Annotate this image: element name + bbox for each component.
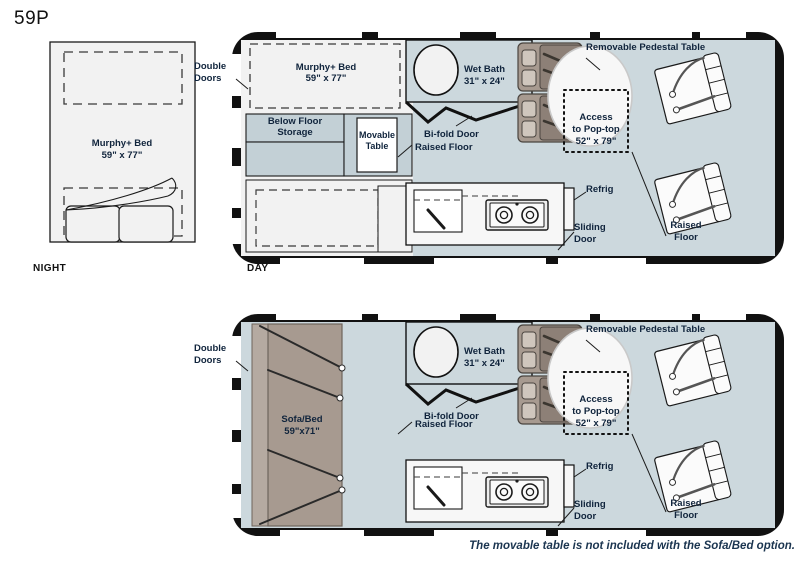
pedestal-table-shape-b — [547, 327, 633, 429]
day-floorplan-diagram: Murphy+ Bed 59" x 77" Below Floor Storag… — [232, 31, 784, 265]
bifold-door-label-b: Bi-fold Door — [424, 411, 479, 422]
wet-bath-label-1: Wet Bath — [464, 64, 505, 75]
pop-top-label-1: Access — [579, 112, 612, 123]
movable-table-label-1: Movable — [359, 130, 395, 140]
pedestal-table-shape — [547, 45, 633, 147]
sofa-bed-label-1: Sofa/Bed — [281, 414, 322, 425]
double-doors-label-2-b: Doors — [194, 355, 221, 366]
refrig-label: Refrig — [586, 184, 614, 195]
footnote: The movable table is not included with t… — [469, 540, 795, 552]
pop-top-label-2: to Pop-top — [572, 124, 620, 135]
sliding-door-label-2-b: Door — [574, 511, 596, 522]
wet-bath-label-2: 31" x 24" — [464, 76, 505, 87]
bifold-door-label: Bi-fold Door — [424, 129, 479, 140]
sofa-bed-floorplan-diagram: Sofa/Bed 59"x71" Raised Floor Wet Bath 3… — [232, 313, 784, 537]
wet-bath-label-2-b: 31" x 24" — [464, 358, 505, 369]
pedestal-table-label: Removable Pedestal Table — [586, 42, 705, 53]
murphy-bed-label-2: 59" x 77" — [306, 73, 347, 84]
pedestal-table-label-b: Removable Pedestal Table — [586, 324, 705, 335]
raised-floor-label-right-1-b: Raised — [670, 498, 701, 509]
sofa-bed-label-2: 59"x71" — [284, 426, 319, 437]
raised-floor-label-right-2-b: Floor — [674, 510, 698, 521]
page-title: 59P — [14, 8, 50, 29]
day-caption: DAY — [247, 263, 269, 274]
pop-top-region — [563, 89, 629, 153]
night-inset-diagram: Murphy+ Bed 59" x 77" — [49, 41, 196, 243]
sliding-door-label-2: Door — [574, 234, 596, 245]
swivel-chair-lower — [654, 162, 732, 235]
raised-floor-label-left-b: Raised Floor — [415, 419, 473, 430]
swivel-chair-upper-b — [654, 334, 732, 407]
pop-top-label-3-b: 52" x 79" — [576, 418, 617, 429]
murphy-bed-label-1: Murphy+ Bed — [296, 62, 357, 73]
pop-top-region-b — [563, 371, 629, 435]
sofa-bed-shape — [267, 323, 343, 527]
double-doors-label-1-b: Double — [194, 343, 226, 354]
double-doors-label-1: Double — [194, 61, 226, 72]
wet-bath-label-1-b: Wet Bath — [464, 346, 505, 357]
double-doors-label-2: Doors — [194, 73, 221, 84]
swivel-chair-lower-b — [654, 440, 732, 513]
refrig-label-b: Refrig — [586, 461, 614, 472]
raised-floor-label-left: Raised Floor — [415, 142, 473, 153]
double-doors-callout-top: Double Doors — [194, 61, 249, 90]
movable-table-label-2: Table — [366, 141, 389, 151]
pop-top-label-3: 52" x 79" — [576, 136, 617, 147]
swivel-chair-upper — [654, 52, 732, 125]
sliding-door-label-1-b: Sliding — [574, 499, 606, 510]
below-floor-storage-label-1: Below Floor — [268, 116, 323, 127]
pop-top-label-1-b: Access — [579, 394, 612, 405]
night-bed-label-2: 59" x 77" — [102, 150, 143, 161]
night-bed-label-1: Murphy+ Bed — [92, 138, 153, 149]
raised-floor-label-right-1: Raised — [670, 220, 701, 231]
sliding-door-label-1: Sliding — [574, 222, 606, 233]
pop-top-label-2-b: to Pop-top — [572, 406, 620, 417]
double-doors-callout-bottom: Double Doors — [194, 343, 249, 372]
below-floor-storage-label-2: Storage — [277, 127, 312, 138]
night-caption: NIGHT — [33, 263, 67, 274]
raised-floor-label-right-2: Floor — [674, 232, 698, 243]
